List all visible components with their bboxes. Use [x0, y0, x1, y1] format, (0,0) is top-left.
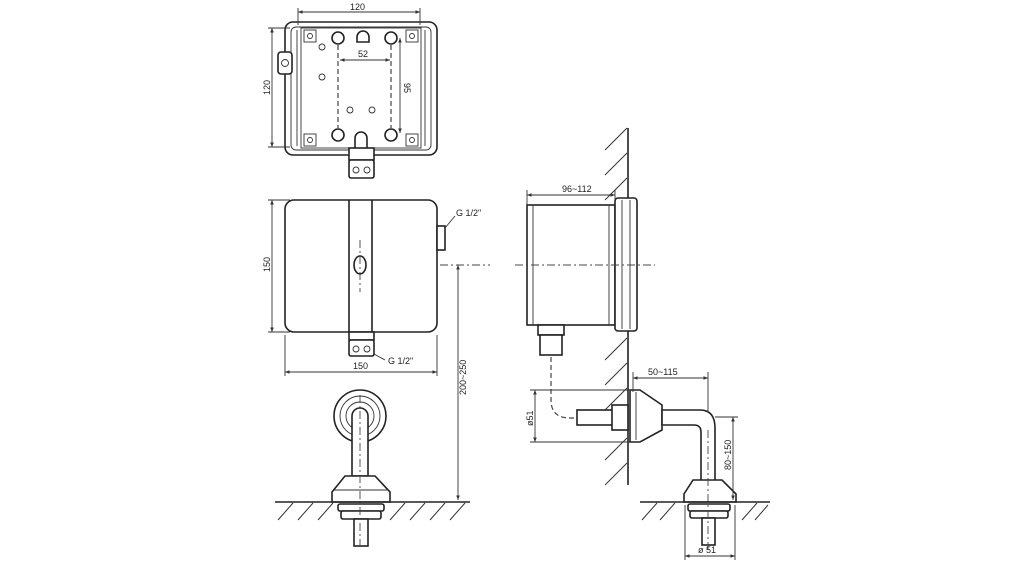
side-view: 96~112 — [515, 127, 655, 486]
floor-hatch-left — [277, 502, 466, 521]
wall-hatch — [604, 127, 628, 486]
bottom-thread-label: G 1/2" — [388, 356, 413, 366]
front-width-dimension: 150 — [353, 361, 368, 371]
floor-pipe-diameter: ø 51 — [698, 545, 716, 555]
side-pipe-view: 50~115 ø51 80~150 ø 51 — [525, 367, 770, 560]
front-pipe-view — [275, 389, 470, 550]
offset-dimension: 50~115 — [648, 367, 678, 377]
rise-dimension: 80~150 — [723, 440, 733, 470]
top-view: 120 120 52 95 — [262, 2, 438, 179]
wall-pipe-diameter: ø51 — [525, 410, 535, 426]
top-height-dimension: 120 — [262, 80, 272, 95]
front-height-dimension: 150 — [262, 257, 272, 272]
front-view: G 1/2" G 1/2" 150 150 200~250 — [262, 199, 490, 500]
top-width-dimension: 120 — [350, 2, 365, 12]
mount-height-dimension: 200~250 — [458, 360, 468, 395]
hole-spacing-vertical: 95 — [402, 83, 412, 93]
hole-spacing-horizontal: 52 — [358, 49, 368, 59]
side-thread-label: G 1/2" — [456, 208, 481, 218]
depth-dimension: 96~112 — [562, 184, 592, 194]
floor-hatch-right — [641, 502, 769, 521]
